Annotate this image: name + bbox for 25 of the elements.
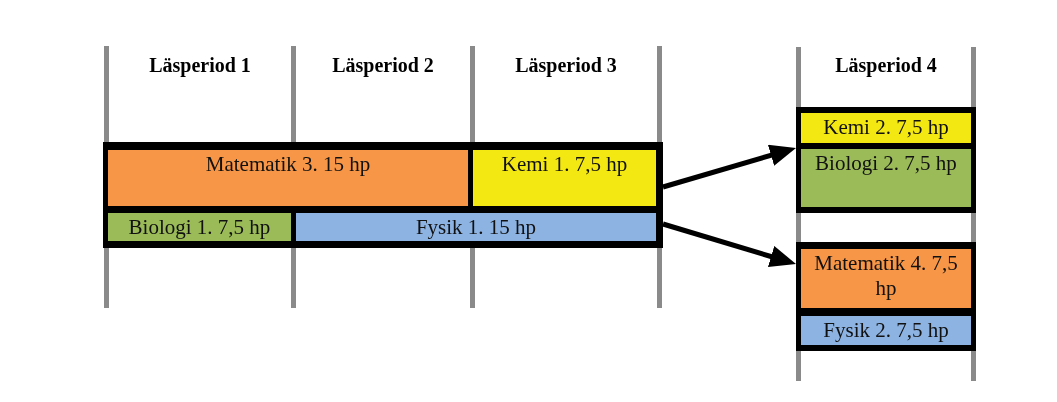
course-name: Matematik 3. 15 hp <box>205 151 371 177</box>
course-box <box>801 113 971 143</box>
course-name: Matematik 4. 7,5 hp <box>813 250 959 301</box>
column-header: Läsperiod 3 <box>515 53 617 77</box>
arrow <box>662 221 796 268</box>
course-name: Kemi 2. 7,5 hp <box>823 114 949 140</box>
group-frame <box>103 142 663 248</box>
course-name: Fysik 2. 7,5 hp <box>823 317 949 343</box>
course-name: Kemi 1. 7,5 hp <box>501 151 628 177</box>
column-header: Läsperiod 1 <box>149 53 251 77</box>
column-header: Läsperiod 2 <box>332 53 434 77</box>
course-name: Biologi 1. 7,5 hp <box>128 214 271 240</box>
course-box <box>108 213 291 241</box>
column-header: Läsperiod 4 <box>835 53 937 77</box>
course-box <box>473 150 656 206</box>
arrow <box>662 144 796 190</box>
course-box <box>108 150 468 206</box>
course-box <box>801 316 971 345</box>
group-frame <box>796 107 976 213</box>
course-name: Fysik 1. 15 hp <box>415 214 537 240</box>
course-box <box>296 213 656 241</box>
course-box <box>801 249 971 308</box>
group-frame <box>796 242 976 351</box>
course-box <box>801 149 971 207</box>
course-name: Biologi 2. 7,5 hp <box>815 150 957 176</box>
